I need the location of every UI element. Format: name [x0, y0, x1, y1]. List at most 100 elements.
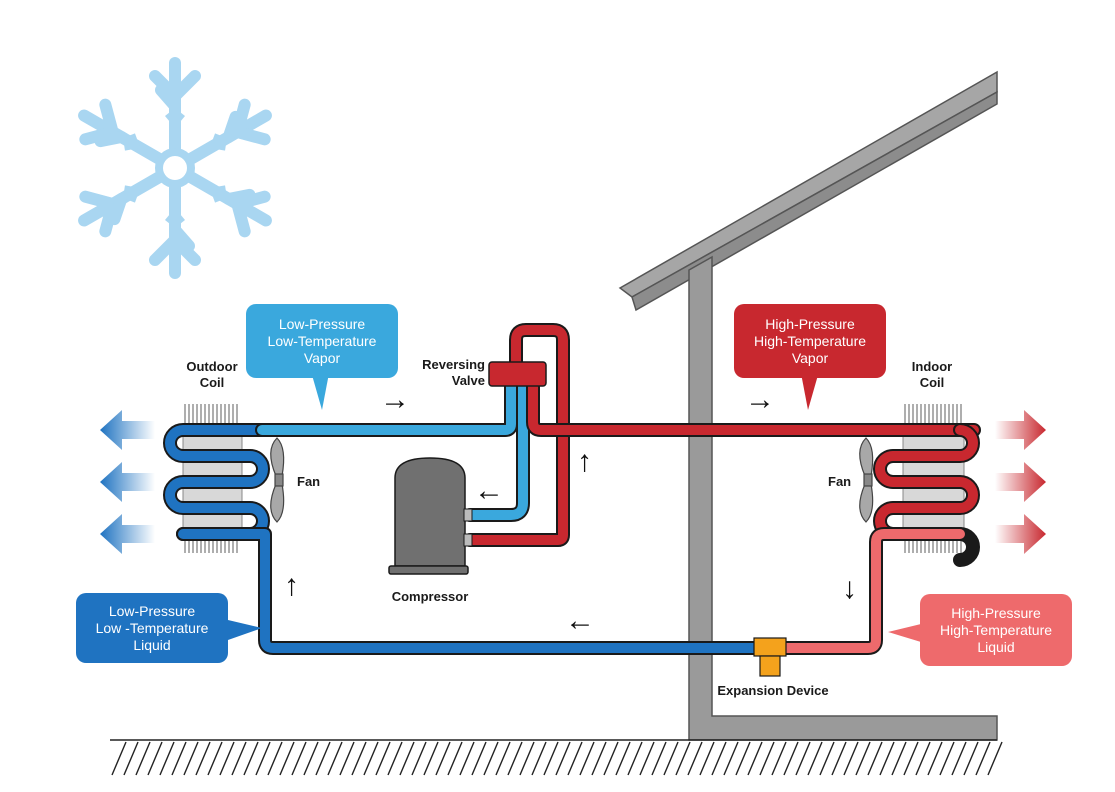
ground-hatch	[675, 741, 691, 776]
house-wall	[618, 70, 998, 741]
ground-hatch	[615, 741, 631, 776]
ground-hatch	[639, 741, 655, 776]
flow-arrow-left: ←	[565, 604, 595, 637]
ground-hatch	[663, 741, 679, 776]
outdoor-air-arrows	[100, 410, 155, 554]
ground-hatch	[411, 741, 427, 776]
air-flow-arrow	[995, 514, 1046, 554]
ground-hatch	[651, 741, 667, 776]
flow-arrow-right: →	[745, 383, 775, 416]
ground-hatch	[915, 741, 931, 776]
ground-hatch	[435, 741, 451, 776]
ground-hatch	[147, 741, 163, 776]
ground-hatch	[507, 741, 523, 776]
outdoor-coil-label: Outdoor Coil	[186, 359, 238, 390]
ground-hatch	[747, 741, 763, 776]
air-flow-arrow	[100, 514, 155, 554]
ground-hatch	[579, 741, 595, 776]
ground-hatch	[627, 741, 643, 776]
flow-arrow-left: ←	[474, 474, 504, 507]
flow-arrow-right: →	[380, 383, 410, 416]
ground-hatch	[243, 741, 259, 776]
ground-hatch	[831, 741, 847, 776]
ground-hatch	[963, 741, 979, 776]
ground-hatch	[771, 741, 787, 776]
flow-arrow-down: ↓	[842, 572, 857, 605]
ground-hatch	[483, 741, 499, 776]
ground-hatch	[279, 741, 295, 776]
ground-hatch	[135, 741, 151, 776]
ground-hatch	[867, 741, 883, 776]
ground-hatch	[495, 741, 511, 776]
ground-hatch	[891, 741, 907, 776]
ground-hatch	[291, 741, 307, 776]
reversing-valve-label: Reversing Valve	[422, 357, 485, 388]
ground-hatch	[363, 741, 379, 776]
ground-hatch	[351, 741, 367, 776]
ground-hatch	[531, 741, 547, 776]
ground-hatch	[315, 741, 331, 776]
ground-hatch	[711, 741, 727, 776]
ground-hatch	[819, 741, 835, 776]
ground-hatch	[735, 741, 751, 776]
indoor-air-arrows	[995, 410, 1046, 554]
ground-hatch	[855, 741, 871, 776]
ground-hatch	[231, 741, 247, 776]
ground-hatch	[111, 741, 127, 776]
air-flow-arrow	[100, 410, 155, 450]
ground-hatch	[543, 741, 559, 776]
ground-hatch	[255, 741, 271, 776]
callout-low-pressure-liquid: Low-Pressure Low -Temperature Liquid	[76, 593, 228, 663]
ground-hatch	[975, 741, 991, 776]
ground-hatch	[879, 741, 895, 776]
outdoor-fan-label: Fan	[297, 474, 321, 489]
fan-icon	[270, 437, 285, 523]
ground-hatch	[423, 741, 439, 776]
ground-hatch	[939, 741, 955, 776]
air-flow-arrow	[100, 462, 155, 502]
air-flow-arrow	[995, 462, 1046, 502]
ground-hatch	[339, 741, 355, 776]
ground-hatch	[207, 741, 223, 776]
ground-hatch	[387, 741, 403, 776]
ground-hatch	[987, 741, 1003, 776]
ground-hatch	[183, 741, 199, 776]
ground-hatch	[303, 741, 319, 776]
ground-hatch	[603, 741, 619, 776]
fan-icon	[859, 437, 874, 523]
indoor-fan-label: Fan	[828, 474, 852, 489]
ground-hatch	[807, 741, 823, 776]
ground-hatch	[555, 741, 571, 776]
ground-hatch	[159, 741, 175, 776]
ground-hatch	[687, 741, 703, 776]
ground-hatch	[375, 741, 391, 776]
callout-high-pressure-vapor: High-Pressure High-Temperature Vapor	[734, 304, 886, 378]
ground-hatch	[471, 741, 487, 776]
ground-hatch	[219, 741, 235, 776]
ground-hatch	[783, 741, 799, 776]
indoor-coil-label: Indoor Coil	[911, 359, 953, 390]
ground-hatch	[759, 741, 775, 776]
ground-hatch	[927, 741, 943, 776]
ground-hatch	[267, 741, 283, 776]
ground-hatch	[171, 741, 187, 776]
ground-hatch	[903, 741, 919, 776]
snowflake-icon	[74, 57, 276, 273]
ground-hatch	[195, 741, 211, 776]
compressor-label: Compressor	[391, 589, 469, 604]
ground-hatch	[843, 741, 859, 776]
ground	[110, 739, 1003, 776]
callout-low-pressure-vapor: Low-Pressure Low-Temperature Vapor	[246, 304, 398, 378]
flow-arrow-up: ↑	[284, 569, 299, 602]
expansion-device	[753, 637, 787, 677]
ground-hatch	[591, 741, 607, 776]
callout-high-pressure-liquid: High-Pressure High-Temperature Liquid	[920, 594, 1072, 666]
ground-hatch	[699, 741, 715, 776]
compressor	[388, 457, 473, 575]
ground-hatch	[723, 741, 739, 776]
ground-hatch	[399, 741, 415, 776]
ground-hatch	[327, 741, 343, 776]
expansion-device-label: Expansion Device	[717, 683, 829, 698]
ground-hatch	[795, 741, 811, 776]
